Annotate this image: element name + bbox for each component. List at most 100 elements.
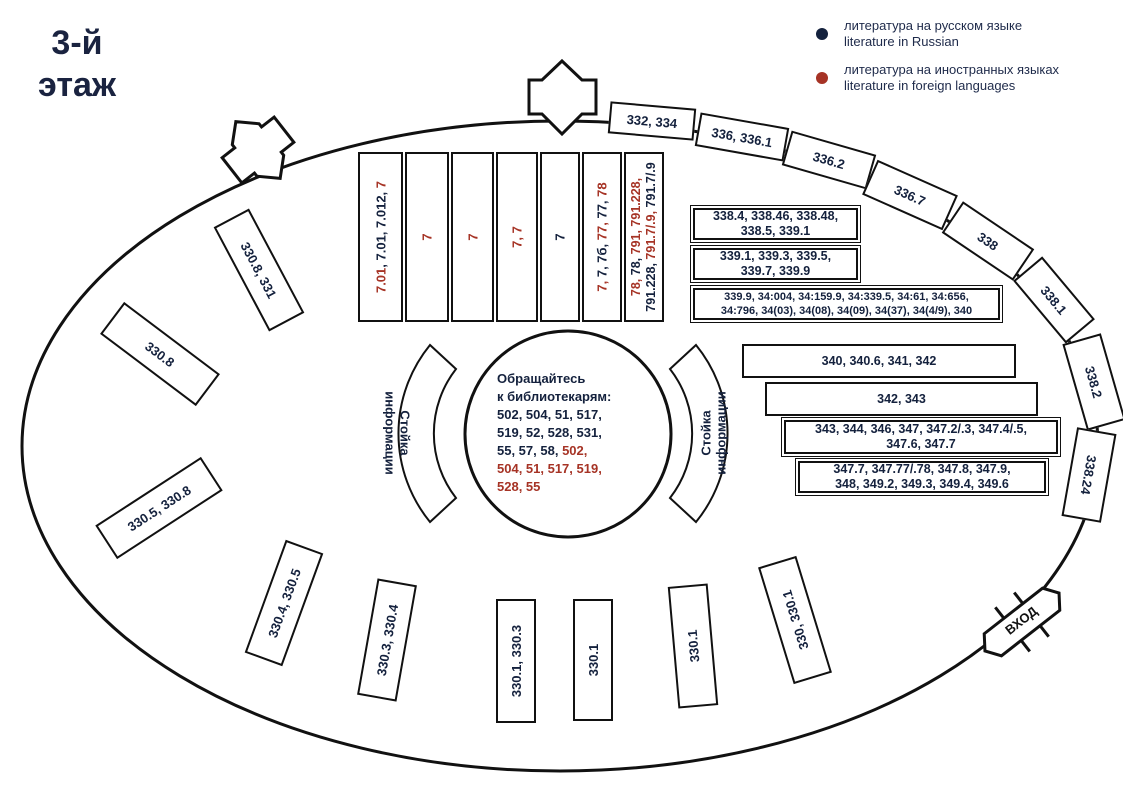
rack-line: 338.4, 338.46, 338.48, [712, 209, 839, 223]
librarian-text: к библиотекарям: [497, 389, 612, 404]
shelf-text: 77, [594, 218, 610, 241]
rack-label: 330.1, 330.3 [508, 624, 524, 698]
rack-label: 330.8 [142, 338, 178, 370]
rack-line: 340, 340.6, 341, 342 [821, 353, 937, 368]
shelf-text: 791, 791.228, [629, 177, 643, 255]
librarian-text: 519, 52, 528, 531, [497, 425, 602, 440]
rack-line: 348, 349.2, 349.3, 349.4, 349.6 [835, 477, 1009, 491]
shelf-text: 77, [594, 196, 610, 219]
legend-item-russian: литература на русском языке literature i… [812, 18, 1059, 50]
librarian-circle [463, 329, 673, 539]
librarian-line: 55, 57, 58, 502, [497, 442, 657, 460]
entrance-sign [982, 586, 1062, 658]
shelf-2[interactable]: 7 [405, 152, 449, 322]
shelf-7-label: 78, 78, 791, 791.228, 791.228, 791.7/.9,… [629, 162, 659, 311]
rack-line: 343, 344, 346, 347, 347.2/.3, 347.4/.5, [815, 422, 1027, 436]
shelf-5[interactable]: 7 [540, 152, 580, 322]
rack-330-1-a[interactable]: 330.1 [573, 599, 613, 721]
rack-label: 336.7 [892, 181, 928, 209]
shelf-text: 78, [629, 254, 643, 276]
shelf-6[interactable]: 7, 7, 7б, 77, 77, 78 [582, 152, 622, 322]
shelf-text: 791.7/.9, [644, 207, 658, 260]
librarian-line: 502, 504, 51, 517, [497, 406, 657, 424]
legend-russian-ru: литература на русском языке [844, 18, 1023, 33]
rack-label: 332, 334 [626, 111, 678, 131]
rack-343-347-7[interactable]: 343, 344, 346, 347, 347.2/.3, 347.4/.5, … [781, 417, 1061, 457]
rack-339-9-340[interactable]: 339.9, 34:004, 34:159.9, 34:339.5, 34:61… [690, 285, 1003, 323]
info-desk-right-label: Стойка информации [699, 391, 729, 474]
librarian-text: 502, [562, 443, 588, 458]
shelf-7[interactable]: 78, 78, 791, 791.228, 791.228, 791.7/.9,… [624, 152, 664, 322]
shelf-text: 791.7/.9 [644, 162, 658, 208]
rack-label: 336, 336.1 [710, 124, 774, 150]
rack-label: 338 [974, 228, 1002, 254]
legend: литература на русском языке literature i… [812, 18, 1059, 106]
librarian-line: 528, 55 [497, 478, 657, 496]
rack-label: 330.1 [684, 629, 702, 663]
rack-label: 330.3, 330.4 [373, 603, 401, 677]
info-desk-left [397, 343, 458, 524]
rack-label: 338.1 [1037, 282, 1071, 318]
info-desk-right [668, 343, 729, 524]
shelf-text: 791.228, [644, 259, 658, 312]
navy-dot-icon [816, 28, 828, 40]
shelf-3[interactable]: 7 [451, 152, 494, 322]
rack-label: 338.2 [1082, 364, 1106, 400]
shelf-text: 78 [594, 182, 610, 197]
shelf-6-label: 7, 7, 7б, 77, 77, 78 [595, 182, 610, 291]
rack-347-7-349-6[interactable]: 347.7, 347.77/.78, 347.8, 347.9, 348, 34… [795, 458, 1049, 496]
shelf-text: 7.01 [373, 267, 388, 294]
info-desk-line2: информации [713, 391, 729, 475]
shelf-text: 7, 7б, [594, 240, 610, 278]
floor-title-line1: 3-й [51, 24, 103, 62]
legend-foreign-en: literature in foreign languages [844, 78, 1016, 93]
librarian-line: Обращайтесь [497, 370, 657, 388]
shelf-1-label: 7.01, 7.01, 7.012, 7 [373, 181, 388, 293]
shelf-7-line1: 78, 78, 791, 791.228, [629, 162, 644, 311]
rack-line: 34:796, 34(03), 34(08), 34(09), 34(37), … [720, 305, 973, 317]
shelf-4-label: 7, 7 [509, 226, 525, 248]
librarian-line: 519, 52, 528, 531, [497, 424, 657, 442]
rack-342-343[interactable]: 342, 343 [765, 382, 1038, 416]
red-dot-icon [816, 72, 828, 84]
rack-line: 342, 343 [877, 391, 926, 406]
info-desk-line1: Стойка [698, 410, 714, 456]
legend-russian-en: literature in Russian [844, 34, 959, 49]
shelf-text: 7, [594, 277, 610, 292]
rack-340-342[interactable]: 340, 340.6, 341, 342 [742, 344, 1016, 378]
librarian-line: 504, 51, 517, 519, [497, 460, 657, 478]
rack-line: 347.6, 347.7 [886, 437, 956, 451]
shelf-7-line2: 791.228, 791.7/.9, 791.7/.9 [644, 162, 659, 311]
rack-338-4-339-1[interactable]: 338.4, 338.46, 338.48, 338.5, 339.1 [690, 205, 861, 243]
librarian-text: 502, 504, 51, 517, [497, 407, 602, 422]
librarian-text: 528, 55 [497, 479, 541, 494]
librarian-info: Обращайтесь к библиотекарям: 502, 504, 5… [497, 370, 657, 496]
stairs-arrow-top [527, 58, 598, 137]
shelf-text: 78, [629, 275, 643, 297]
shelf-2-label: 7 [419, 233, 435, 241]
librarian-text: 55, 57, 58, [497, 443, 563, 458]
shelf-5-label: 7 [552, 233, 568, 241]
rack-line: 339.7, 339.9 [740, 264, 811, 278]
rack-339-1-339-9[interactable]: 339.1, 339.3, 339.5, 339.7, 339.9 [690, 245, 861, 283]
shelf-text: 7 [373, 180, 388, 189]
shelf-1[interactable]: 7.01, 7.01, 7.012, 7 [358, 152, 403, 322]
librarian-text: Обращайтесь [497, 371, 586, 386]
rack-label: 336.2 [811, 148, 847, 172]
floor-title-line2: этаж [38, 66, 116, 104]
legend-item-foreign: литература на иностранных языках literat… [812, 62, 1059, 94]
librarian-text: 504, 51, 517, 519, [497, 461, 602, 476]
rack-line: 339.1, 339.3, 339.5, [719, 249, 832, 263]
rack-label: 330.1 [585, 643, 601, 677]
librarian-line: к библиотекарям: [497, 388, 657, 406]
rack-label: 330, 330.1 [778, 588, 812, 652]
rack-line: 338.5, 339.1 [740, 224, 811, 238]
rack-330-1-330-3[interactable]: 330.1, 330.3 [496, 599, 536, 723]
shelf-4[interactable]: 7, 7 [496, 152, 538, 322]
rack-label: 338.24 [1078, 454, 1100, 496]
info-desk-line1: Стойка [397, 410, 413, 456]
stairs-arrow-left [220, 114, 296, 186]
legend-foreign-ru: литература на иностранных языках [844, 62, 1060, 77]
